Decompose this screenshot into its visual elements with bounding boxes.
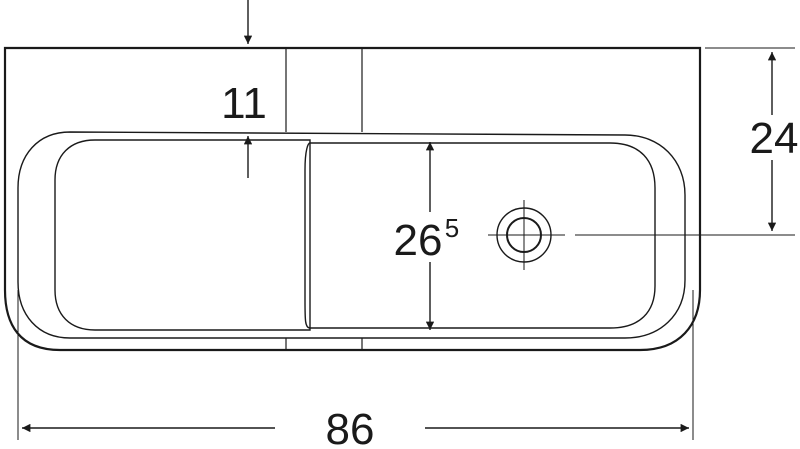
- dim-24-label: 24: [750, 114, 799, 163]
- basin-outline: [3, 46, 702, 352]
- dim-86-label: 86: [326, 405, 375, 449]
- dim-26-label: 26: [394, 216, 443, 265]
- left-bowl: [54, 139, 311, 331]
- dim-26-sup: 5: [445, 213, 459, 243]
- basin-rim: [17, 131, 686, 339]
- dim-11-label: 11: [221, 79, 267, 128]
- drain-icon: [488, 200, 565, 270]
- right-bowl: [304, 142, 656, 329]
